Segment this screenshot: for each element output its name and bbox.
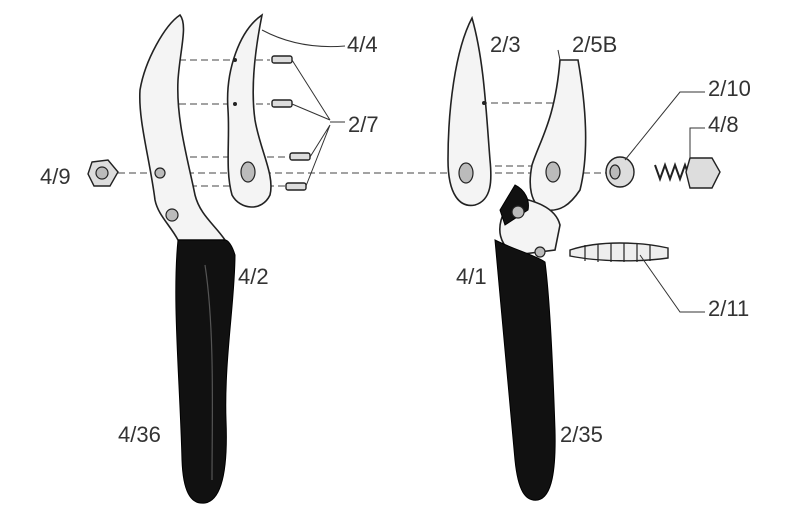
label-2-3: 2/3 [490, 32, 521, 57]
label-2-35: 2/35 [560, 422, 603, 447]
left-handle-assembly [138, 13, 236, 504]
label-2-11: 2/11 [708, 296, 749, 321]
label-2-10: 2/10 [708, 76, 751, 101]
screws-2-7 [271, 55, 311, 191]
spring-bolt-4-8 [654, 157, 721, 189]
label-2-5B: 2/5B [572, 32, 617, 57]
label-4-4: 4/4 [347, 32, 378, 57]
assembly-lines [118, 59, 610, 187]
label-4-9: 4/9 [40, 164, 71, 189]
part-labels: 4/4 2/3 2/5B 2/10 4/8 2/7 4/9 4/2 4/1 2/… [40, 32, 751, 447]
nut-4-9 [87, 159, 119, 187]
cutting-blade-2-3 [447, 15, 492, 207]
right-handle-assembly [494, 59, 587, 501]
label-2-7: 2/7 [348, 112, 379, 137]
anvil-blade-4-4 [226, 13, 272, 208]
label-4-36: 4/36 [118, 422, 161, 447]
leader-lines [261, 29, 705, 313]
label-4-8: 4/8 [708, 112, 739, 137]
label-4-2: 4/2 [238, 264, 269, 289]
spring-2-11 [569, 242, 669, 262]
label-4-1: 4/1 [456, 264, 487, 289]
washer-2-10 [605, 156, 635, 188]
